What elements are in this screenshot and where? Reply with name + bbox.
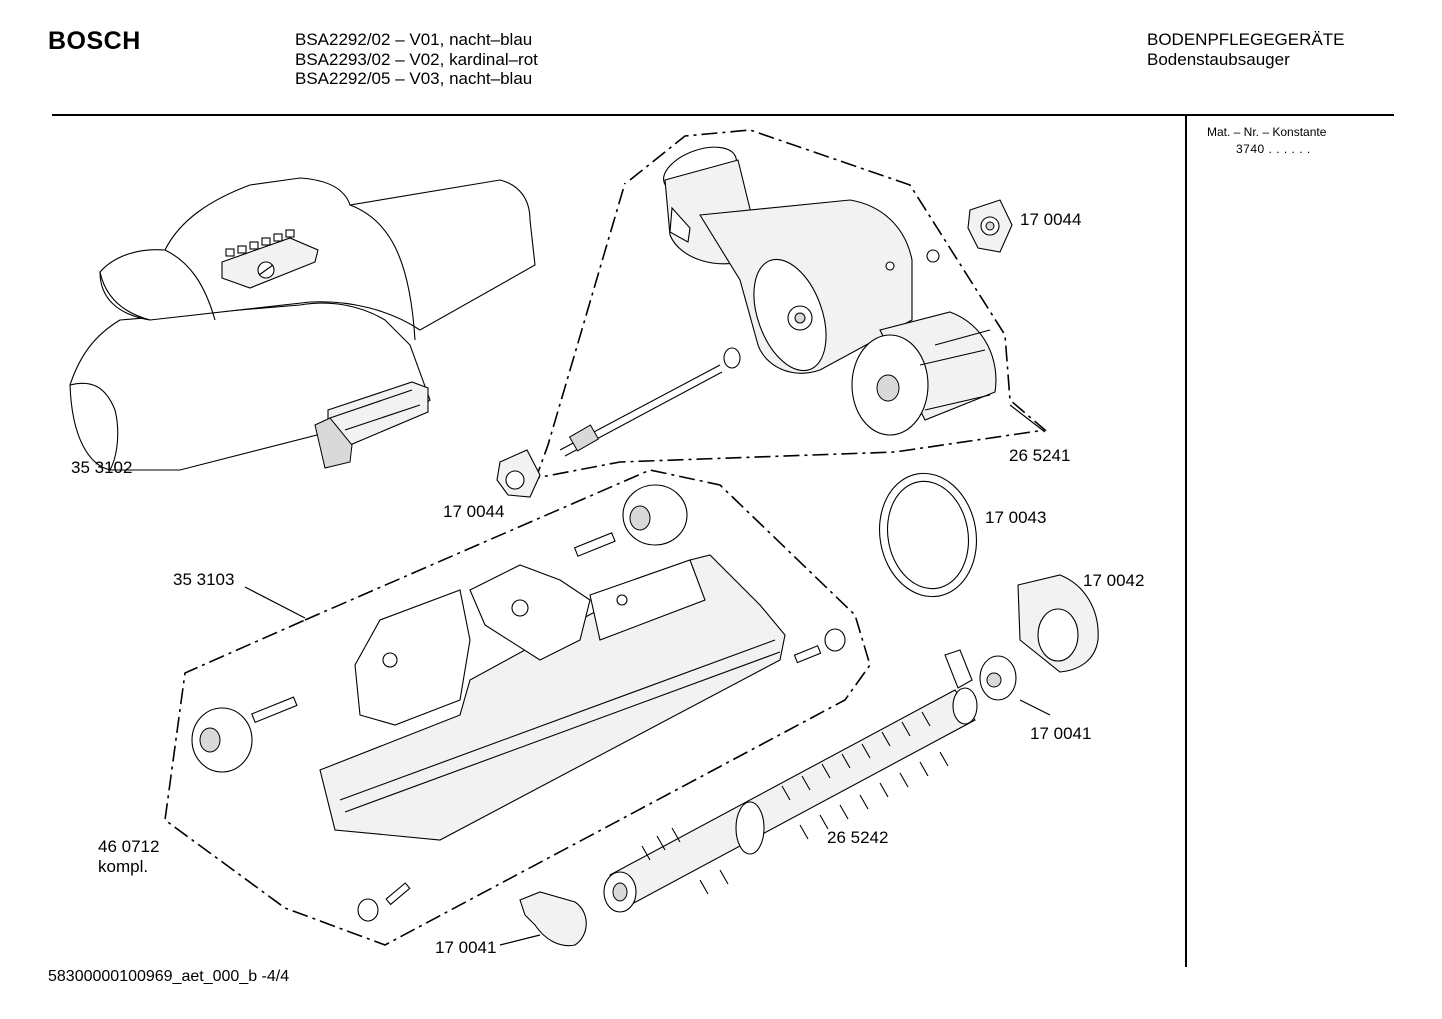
- side-panel-divider: [1185, 116, 1187, 967]
- turbine-wheel-part: [851, 311, 997, 436]
- brush-roller-part: [603, 687, 978, 913]
- part-label: 26 5242: [827, 828, 889, 847]
- nozzle-head-part: [663, 146, 913, 374]
- belt-cover-part: [1017, 574, 1099, 673]
- axle-shaft-part: [559, 347, 741, 457]
- part-number: 46 0712: [98, 837, 160, 856]
- model-line: BSA2293/02 – V02, kardinal–rot: [295, 49, 538, 69]
- part-label: 17 0043: [985, 508, 1047, 527]
- housing-cover-part: [69, 177, 536, 471]
- part-label: 26 5241: [1009, 446, 1071, 465]
- model-line: BSA2292/02 – V01, nacht–blau: [295, 30, 533, 49]
- base-housing-part: [319, 554, 786, 841]
- category-subtitle: Bodenstaubsauger: [1147, 49, 1290, 69]
- part-label: 35 3103: [173, 570, 235, 589]
- leader-line: [499, 934, 541, 946]
- axle-pin-part: [251, 532, 846, 922]
- mat-nr-value: 3740 . . . . . .: [1236, 142, 1311, 156]
- part-label-kompl: 46 0712 kompl.: [98, 837, 159, 877]
- part-label: 17 0041: [1030, 724, 1092, 743]
- slider-switch-part: [314, 381, 429, 469]
- leader-line: [1019, 699, 1051, 716]
- model-list: BSA2292/02 – V01, nacht–blau BSA2293/02 …: [295, 30, 538, 89]
- category-title: BODENPFLEGEGERÄTE: [1147, 30, 1345, 49]
- part-label: 17 0044: [1020, 210, 1082, 229]
- mat-nr-label: Mat. – Nr. – Konstante: [1207, 125, 1327, 139]
- leader-line: [244, 586, 306, 619]
- part-label: 17 0044: [443, 502, 505, 521]
- end-cap-bracket-part: [944, 649, 1017, 701]
- bearing-bracket-upper-part: [926, 199, 1013, 263]
- header-divider: [52, 114, 1394, 116]
- wheel-front-part: [191, 707, 253, 773]
- part-label: 35 3102: [71, 458, 133, 477]
- model-line: BSA2292/05 – V03, nacht–blau: [295, 69, 533, 88]
- drive-belt-part: [878, 472, 978, 598]
- wheel-rear-part: [622, 484, 688, 546]
- bearing-bracket-left-part: [496, 449, 541, 498]
- lever-part: [519, 891, 587, 947]
- leader-line: [1009, 404, 1046, 433]
- lower-group-outline: [164, 469, 871, 946]
- document-id: 58300000100969_aet_000_b -4/4: [48, 968, 290, 985]
- brand-logo: BOSCH: [48, 27, 141, 55]
- part-note: kompl.: [98, 857, 149, 876]
- category-block: BODENPFLEGEGERÄTE Bodenstaubsauger: [1147, 30, 1344, 69]
- part-label: 17 0041: [435, 938, 497, 957]
- part-label: 17 0042: [1083, 571, 1145, 590]
